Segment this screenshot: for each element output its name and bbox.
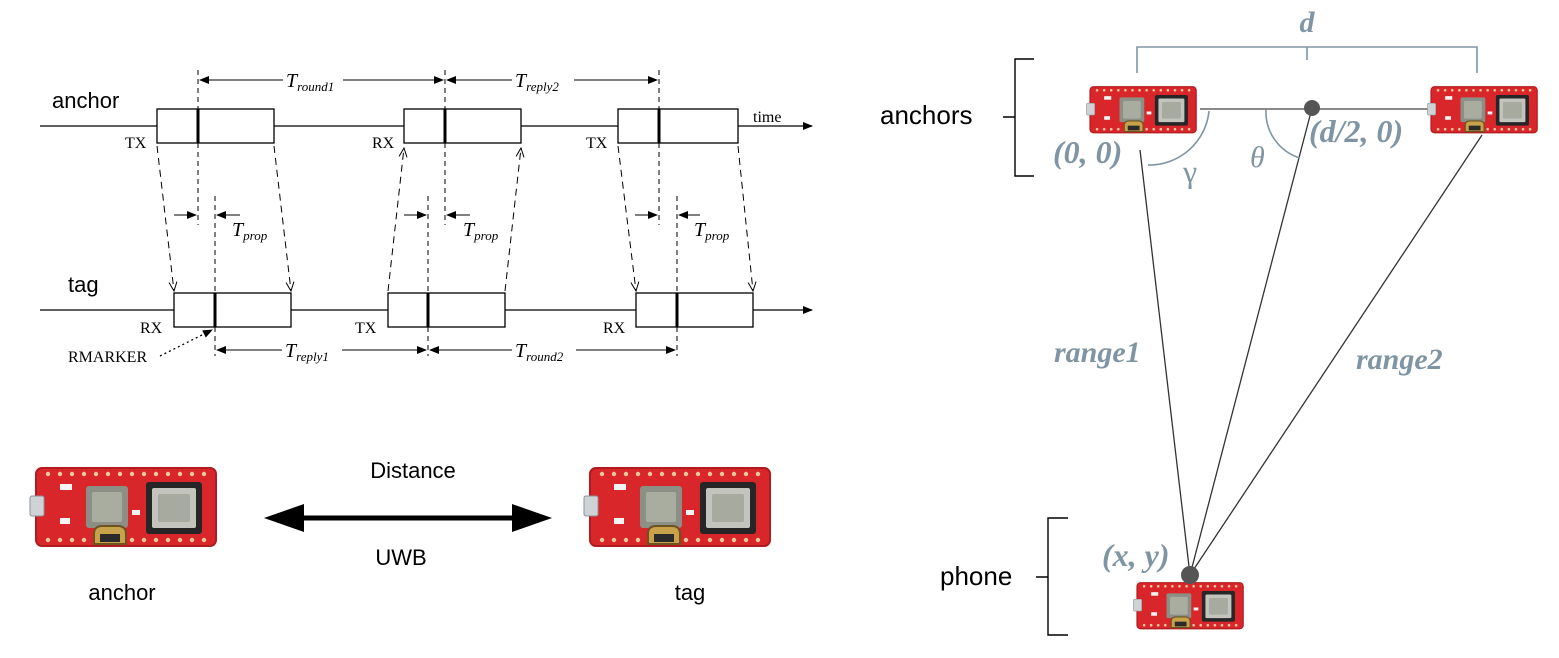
anchor-rx-box — [403, 108, 522, 144]
anchor-row-label: anchor — [52, 88, 119, 113]
anchor-board-image — [29, 467, 217, 547]
svg-text:Tround1: Tround1 — [286, 70, 334, 94]
svg-text:Tround2: Tround2 — [515, 340, 564, 364]
aoa-geometry-diagram: d anchors phone (0, 0) (d/2, 0) — [880, 6, 1538, 636]
tag-tx-label: TX — [355, 320, 377, 337]
range1-label: range1 — [1054, 336, 1141, 369]
t-reply2-label: Treply2 — [512, 68, 574, 94]
anchor-tag-link: anchor tag Distance UWB — [29, 458, 771, 605]
midline — [1189, 107, 1313, 576]
rmarker-label: RMARKER — [68, 349, 147, 366]
tag-rx1-label: RX — [140, 320, 163, 337]
anchor-tx1-label: TX — [125, 135, 147, 152]
phone-board-image — [1132, 582, 1244, 630]
anchor-caption: anchor — [88, 580, 155, 605]
range1-line — [1139, 149, 1191, 576]
range2-label: range2 — [1356, 343, 1443, 376]
anchor-tx2-box — [617, 108, 739, 144]
anchor-tx2-label: TX — [586, 135, 608, 152]
midpoint-dot — [1304, 100, 1320, 116]
gamma-arc — [1147, 110, 1210, 166]
t-round1-label: Tround1 — [283, 68, 343, 94]
anchors-brace — [1003, 58, 1034, 177]
svg-text:Treply2: Treply2 — [515, 70, 559, 94]
tag-board-image — [583, 467, 771, 547]
phone-label: phone — [940, 561, 1012, 591]
twr-timing-diagram: anchor time TX RX TX Tround1 Treply2 tag — [40, 68, 813, 366]
time-axis-label: time — [753, 109, 781, 126]
anchor2-board-image — [1426, 86, 1538, 134]
uwb-label: UWB — [375, 545, 426, 570]
phone-coord-label: (x, y) — [1102, 537, 1170, 573]
d-bracket — [1136, 46, 1478, 73]
origin-label: (0, 0) — [1053, 134, 1122, 170]
t-prop-label-3: Tprop — [694, 219, 730, 243]
anchor1-board-image — [1085, 86, 1197, 134]
svg-text:Treply1: Treply1 — [285, 340, 329, 364]
tag-rx1-box — [173, 292, 292, 328]
theta-label: θ — [1250, 141, 1265, 174]
t-reply1-label: Treply1 — [282, 338, 342, 364]
tag-rx2-box — [635, 292, 754, 328]
anchor-rx-label: RX — [372, 135, 395, 152]
midpoint-label: (d/2, 0) — [1309, 113, 1403, 149]
t-round2-label: Tround2 — [512, 338, 576, 364]
tag-caption: tag — [675, 580, 706, 605]
gamma-label: γ — [1182, 153, 1197, 189]
t-prop-label-1: Tprop — [232, 219, 268, 243]
distance-label: Distance — [370, 458, 456, 483]
d-label: d — [1300, 6, 1316, 39]
tag-row-label: tag — [68, 272, 99, 297]
phone-brace — [1036, 517, 1068, 636]
tag-tx-box — [387, 292, 506, 328]
phone-dot — [1181, 566, 1199, 584]
tag-rx2-label: RX — [603, 320, 626, 337]
theta-arc — [1265, 109, 1301, 159]
t-prop-label-2: Tprop — [463, 219, 499, 243]
distance-double-arrow — [264, 504, 552, 532]
anchors-label: anchors — [880, 100, 973, 130]
range2-line — [1189, 134, 1483, 576]
anchor-tx1-box — [156, 108, 275, 144]
